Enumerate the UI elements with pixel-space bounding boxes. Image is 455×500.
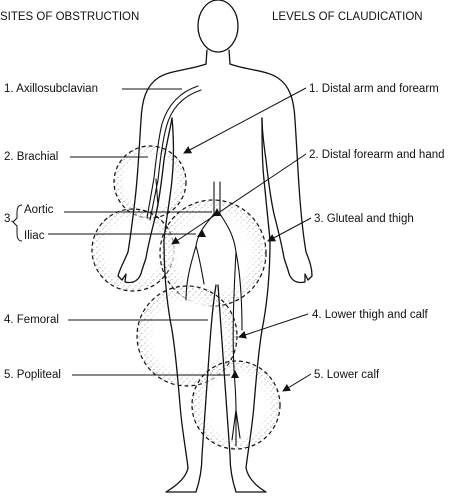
popliteal-occlusion-marker (231, 370, 239, 378)
label-lower-calf: 5. Lower calf (314, 369, 380, 381)
arrow-lower-calf (282, 373, 312, 392)
arterial-tree (146, 85, 243, 447)
label-brachial: 2. Brachial (4, 151, 58, 163)
arrow-lower-thigh-calf (238, 313, 309, 339)
arrow-distal-forearm-hand (171, 153, 307, 245)
label-femoral: 4. Femoral (4, 314, 59, 326)
label-popliteal: 5. Popliteal (4, 369, 61, 381)
label-distal-arm-forearm: 1. Distal arm and forearm (309, 83, 439, 95)
right-leg-outline (217, 239, 271, 493)
aortic-occlusion-marker (213, 208, 221, 216)
zone-lower-thigh-calf (136, 285, 238, 387)
axillary-artery (153, 85, 199, 179)
label-lower-thigh-calf: 4. Lower thigh and calf (312, 309, 429, 321)
iliac-occlusion-marker (197, 229, 206, 237)
label-group-3: 3. (4, 213, 14, 225)
label-iliac: Iliac (24, 230, 45, 242)
arrow-gluteal-thigh (267, 217, 312, 242)
left-arm-outline (117, 63, 207, 284)
label-axillosubclavian: 1. Axillosubclavian (4, 83, 98, 95)
femoral-artery (232, 251, 237, 411)
zone-distal-forearm-hand (91, 208, 175, 292)
forearm-arteries (146, 177, 159, 221)
body-outline (117, 0, 313, 493)
claudication-labels: 1. Distal arm and forearm 2. Distal fore… (171, 83, 445, 392)
label-distal-forearm-hand: 2. Distal forearm and hand (309, 149, 445, 161)
right-arm-outline (229, 63, 313, 284)
tibial-arteries (231, 409, 241, 447)
occlusion-markers (197, 208, 239, 378)
internal-iliac (195, 245, 205, 285)
label-aortic: Aortic (24, 204, 54, 216)
neck (205, 49, 231, 65)
right-torso-side (261, 117, 271, 241)
label-gluteal-thigh: 3. Gluteal and thigh (314, 213, 414, 225)
zone-distal-arm (113, 145, 187, 219)
head (197, 0, 239, 53)
left-torso-side (163, 117, 175, 241)
bracket-3 (12, 204, 23, 242)
heading-sites-of-obstruction: SITES OF OBSTRUCTION (0, 11, 139, 23)
subclavian-artery (157, 89, 202, 181)
aorta (213, 181, 221, 215)
arrow-distal-arm-forearm (183, 87, 307, 154)
heading-levels-of-claudication: LEVELS OF CLAUDICATION (272, 11, 423, 23)
obstruction-labels: 1. Axillosubclavian 2. Brachial 3. Aorti… (4, 83, 230, 381)
left-leg-outline (163, 239, 217, 493)
